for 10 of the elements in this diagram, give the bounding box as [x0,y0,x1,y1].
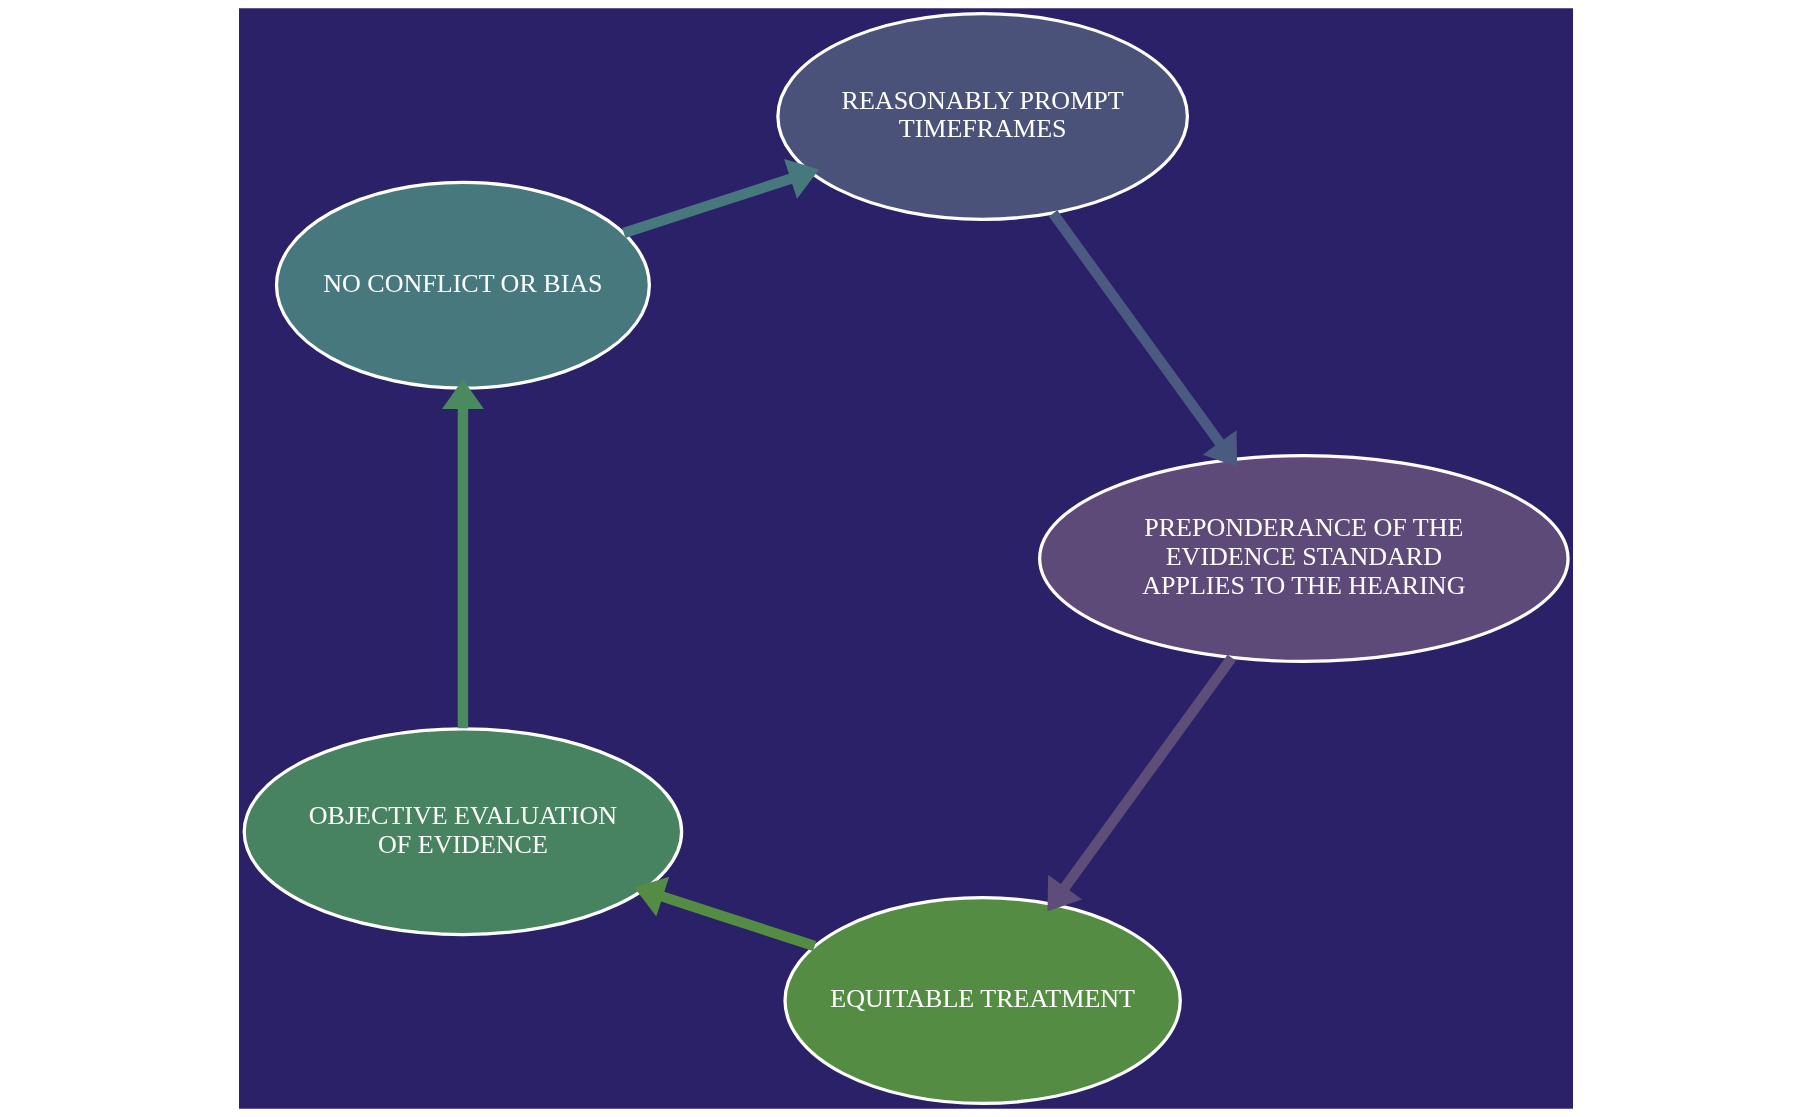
arrow [1046,654,1236,912]
node-ellipse: EQUITABLE TREATMENT [782,896,1182,1106]
node-ellipse: PREPONDERANCE OF THE EVIDENCE STANDARD APPLIES TO THE HEARING [1037,454,1570,663]
node-ellipse: REASONABLY PROMPT TIMEFRAMES [775,11,1189,221]
node-ellipse: NO CONFLICT OR BIAS [274,180,651,390]
node-ellipse: OBJECTIVE EVALUATION OF EVIDENCE [242,727,683,937]
arrow [441,379,484,729]
arrow [1048,210,1237,467]
arrow [621,158,819,238]
arrow [633,876,816,951]
